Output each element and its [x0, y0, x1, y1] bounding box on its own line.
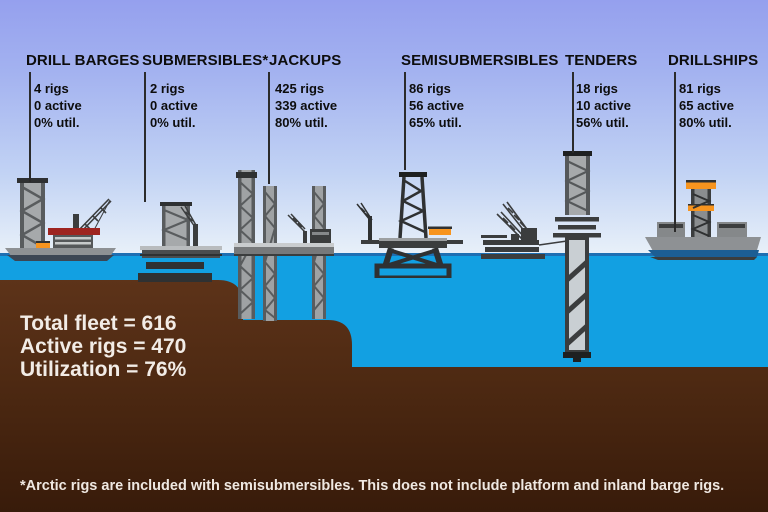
tenders-stats: 18 rigs 10 active 56% util.	[576, 80, 631, 131]
stat-util: 80% util.	[275, 115, 328, 130]
semisubmersibles-heading: SEMISUBMERSIBLES	[401, 52, 559, 69]
semisubmersibles-leader-line	[404, 72, 406, 170]
drill-barges-stats: 4 rigs 0 active 0% util.	[34, 80, 82, 131]
waterline	[0, 253, 768, 256]
footnote: *Arctic rigs are included with semisubme…	[20, 478, 725, 494]
jackups-heading: JACKUPS	[269, 52, 342, 69]
drill-barges-heading: DRILL BARGES	[26, 52, 140, 69]
jackups-stats: 425 rigs 339 active 80% util.	[275, 80, 337, 131]
drillships-heading: DRILLSHIPS	[668, 52, 759, 69]
stat-active: 10 active	[576, 98, 631, 113]
tenders-heading: TENDERS	[565, 52, 638, 69]
stat-util: 56% util.	[576, 115, 629, 130]
drillship-illustration	[645, 180, 761, 260]
stat-util: 0% util.	[34, 115, 80, 130]
tenders-leader-line	[572, 72, 574, 153]
active-rigs-line: Active rigs = 470	[20, 335, 187, 358]
stat-active: 0 active	[34, 98, 82, 113]
jackups-leader-line	[268, 72, 270, 184]
stat-active: 339 active	[275, 98, 338, 113]
stat-active: 0 active	[150, 98, 198, 113]
ocean-water	[0, 256, 768, 512]
submersibles-stats: 2 rigs 0 active 0% util.	[150, 80, 198, 131]
stat-rigs: 81 rigs	[679, 81, 721, 96]
utilization-line: Utilization = 76%	[20, 358, 187, 381]
drillships-stats: 81 rigs 65 active 80% util.	[679, 80, 734, 131]
jackup-illustration	[234, 170, 334, 321]
stat-util: 80% util.	[679, 115, 732, 130]
drill-barge-illustration	[5, 178, 116, 261]
semisubmersibles-stats: 86 rigs 56 active 65% util.	[409, 80, 464, 131]
stat-rigs: 2 rigs	[150, 81, 185, 96]
submersibles-heading: SUBMERSIBLES*	[142, 52, 269, 69]
drill-barges-leader-line	[29, 72, 31, 182]
stat-rigs: 18 rigs	[576, 81, 618, 96]
drillships-leader-line	[674, 72, 676, 232]
submersibles-leader-line	[144, 72, 146, 202]
total-fleet-line: Total fleet = 616	[20, 312, 177, 335]
submersible-illustration	[138, 202, 222, 282]
semisubmersible-illustration	[356, 172, 463, 278]
stat-active: 56 active	[409, 98, 464, 113]
fleet-summary: Total fleet = 616 Active rigs = 470 Util…	[20, 312, 186, 381]
stat-util: 65% util.	[409, 115, 462, 130]
sky-background	[0, 0, 768, 256]
stat-active: 65 active	[679, 98, 734, 113]
stat-rigs: 86 rigs	[409, 81, 451, 96]
stat-util: 0% util.	[150, 115, 196, 130]
tender-rig-illustration	[481, 151, 601, 362]
stat-rigs: 4 rigs	[34, 81, 69, 96]
stat-rigs: 425 rigs	[275, 81, 325, 96]
